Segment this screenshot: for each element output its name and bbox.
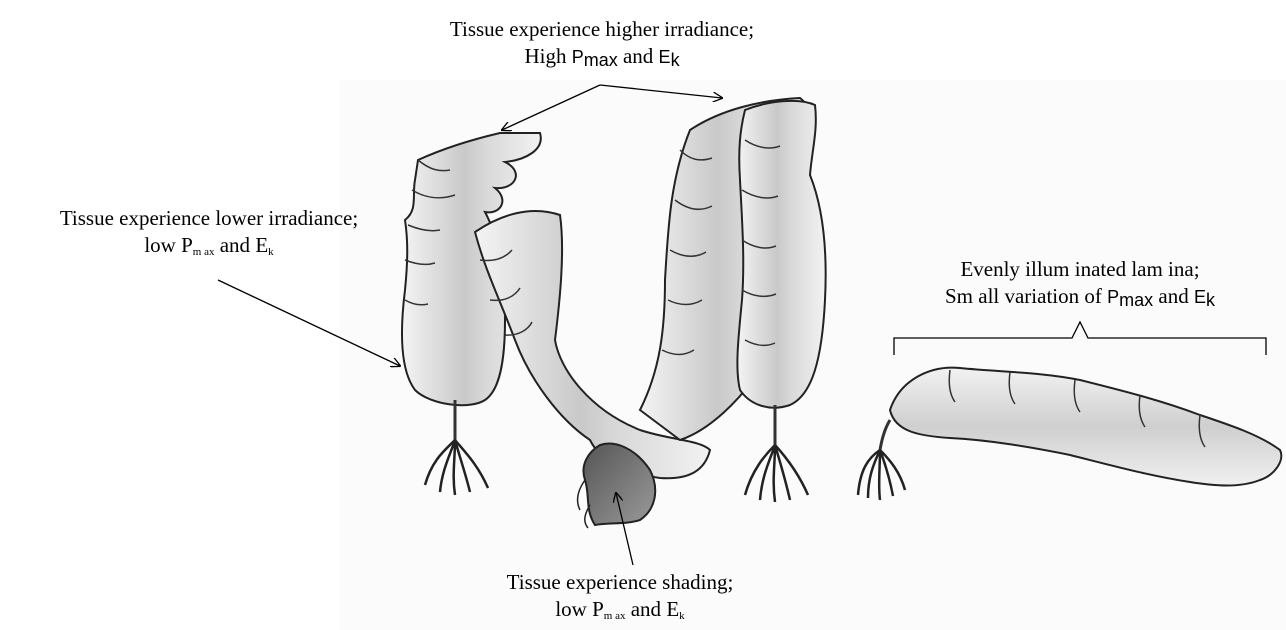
label-lower-line2: low Pm ax and Ek (4, 232, 414, 266)
label-higher-irradiance: Tissue experience higher irradiance; Hig… (382, 16, 822, 74)
right-kelp-blade (737, 101, 825, 408)
label-lower-line1: Tissue experience lower irradiance; (4, 205, 414, 232)
label-evenly-illuminated: Evenly illum inated lam ina; Sm all vari… (900, 256, 1260, 314)
label-even-line1: Evenly illum inated lam ina; (900, 256, 1260, 283)
label-shading: Tissue experience shading; low Pm ax and… (440, 569, 800, 630)
label-higher-line1: Tissue experience higher irradiance; (382, 16, 822, 43)
label-shading-line2: low Pm ax and Ek (440, 596, 800, 630)
label-shading-line1: Tissue experience shading; (440, 569, 800, 596)
label-higher-line2: High Pmax and Ek (382, 43, 822, 74)
label-even-line2: Sm all variation of Pmax and Ek (900, 283, 1260, 314)
label-lower-irradiance: Tissue experience lower irradiance; low … (4, 205, 414, 266)
